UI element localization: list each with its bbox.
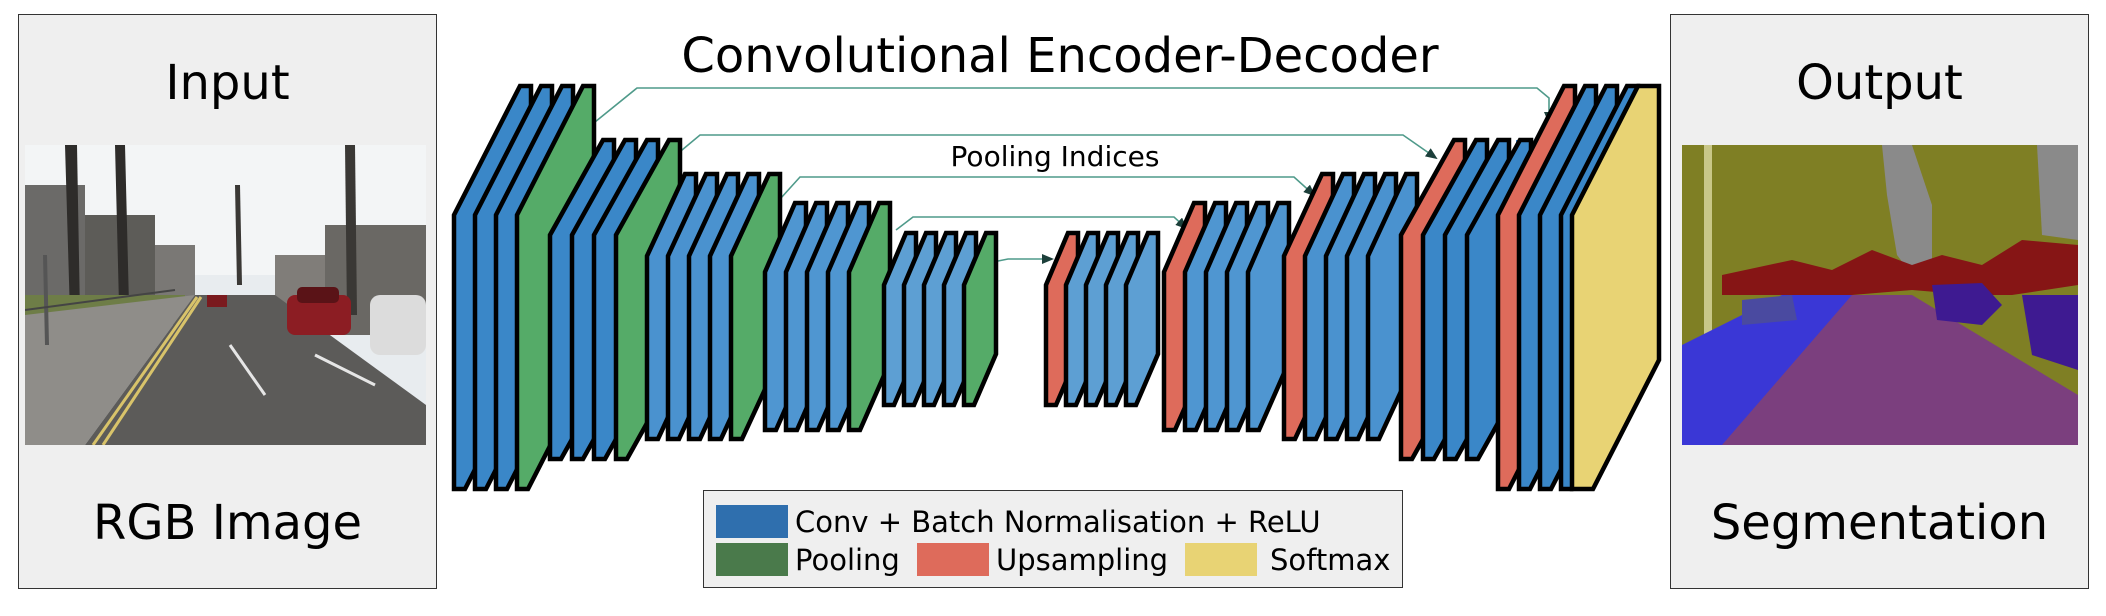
legend-label-conv: Conv + Batch Normalisation + ReLU (795, 505, 1321, 539)
input-caption: RGB Image (92, 495, 363, 551)
connector-4 (895, 216, 1188, 231)
connector-5 (992, 254, 1054, 264)
output-title: Output (1796, 55, 1963, 111)
pooling-layer (961, 230, 999, 408)
connector-3 (780, 176, 1316, 199)
conv-layer (1123, 230, 1161, 408)
input-panel: Input (18, 14, 437, 589)
decoder-stage-2 (1161, 200, 1292, 433)
encoder-stage-3 (644, 171, 783, 442)
connector-1 (594, 87, 1554, 124)
output-segmentation-image (1682, 145, 2083, 445)
decoder-stage-3 (1281, 171, 1420, 442)
legend-label-softmax: Softmax (1270, 543, 1391, 577)
legend-label-upsampling: Upsampling (996, 543, 1169, 577)
output-panel: Output Segmentation (1670, 14, 2089, 589)
decoder-stage-1 (1043, 230, 1161, 408)
legend-swatch-upsampling (917, 543, 989, 576)
legend-swatch-conv (716, 505, 788, 538)
legend: Conv + Batch Normalisation + ReLU Poolin… (703, 490, 1403, 588)
legend-label-pooling: Pooling (795, 543, 900, 577)
legend-swatch-pooling (716, 543, 788, 576)
input-rgb-image (25, 145, 426, 445)
connector-2 (669, 134, 1438, 161)
softmax-layer (1569, 83, 1662, 492)
legend-swatch-softmax (1185, 543, 1257, 576)
input-title: Input (165, 55, 290, 111)
output-caption: Segmentation (1710, 495, 2049, 551)
encoder-stage-5 (881, 230, 999, 408)
diagram-title: Convolutional Encoder-Decoder (681, 28, 1439, 84)
encoder-stage-4 (762, 200, 893, 433)
pooling-indices-label: Pooling Indices (950, 140, 1160, 173)
pooling-indices-connectors (594, 87, 1554, 264)
decoder-stage-5 (1495, 83, 1662, 492)
